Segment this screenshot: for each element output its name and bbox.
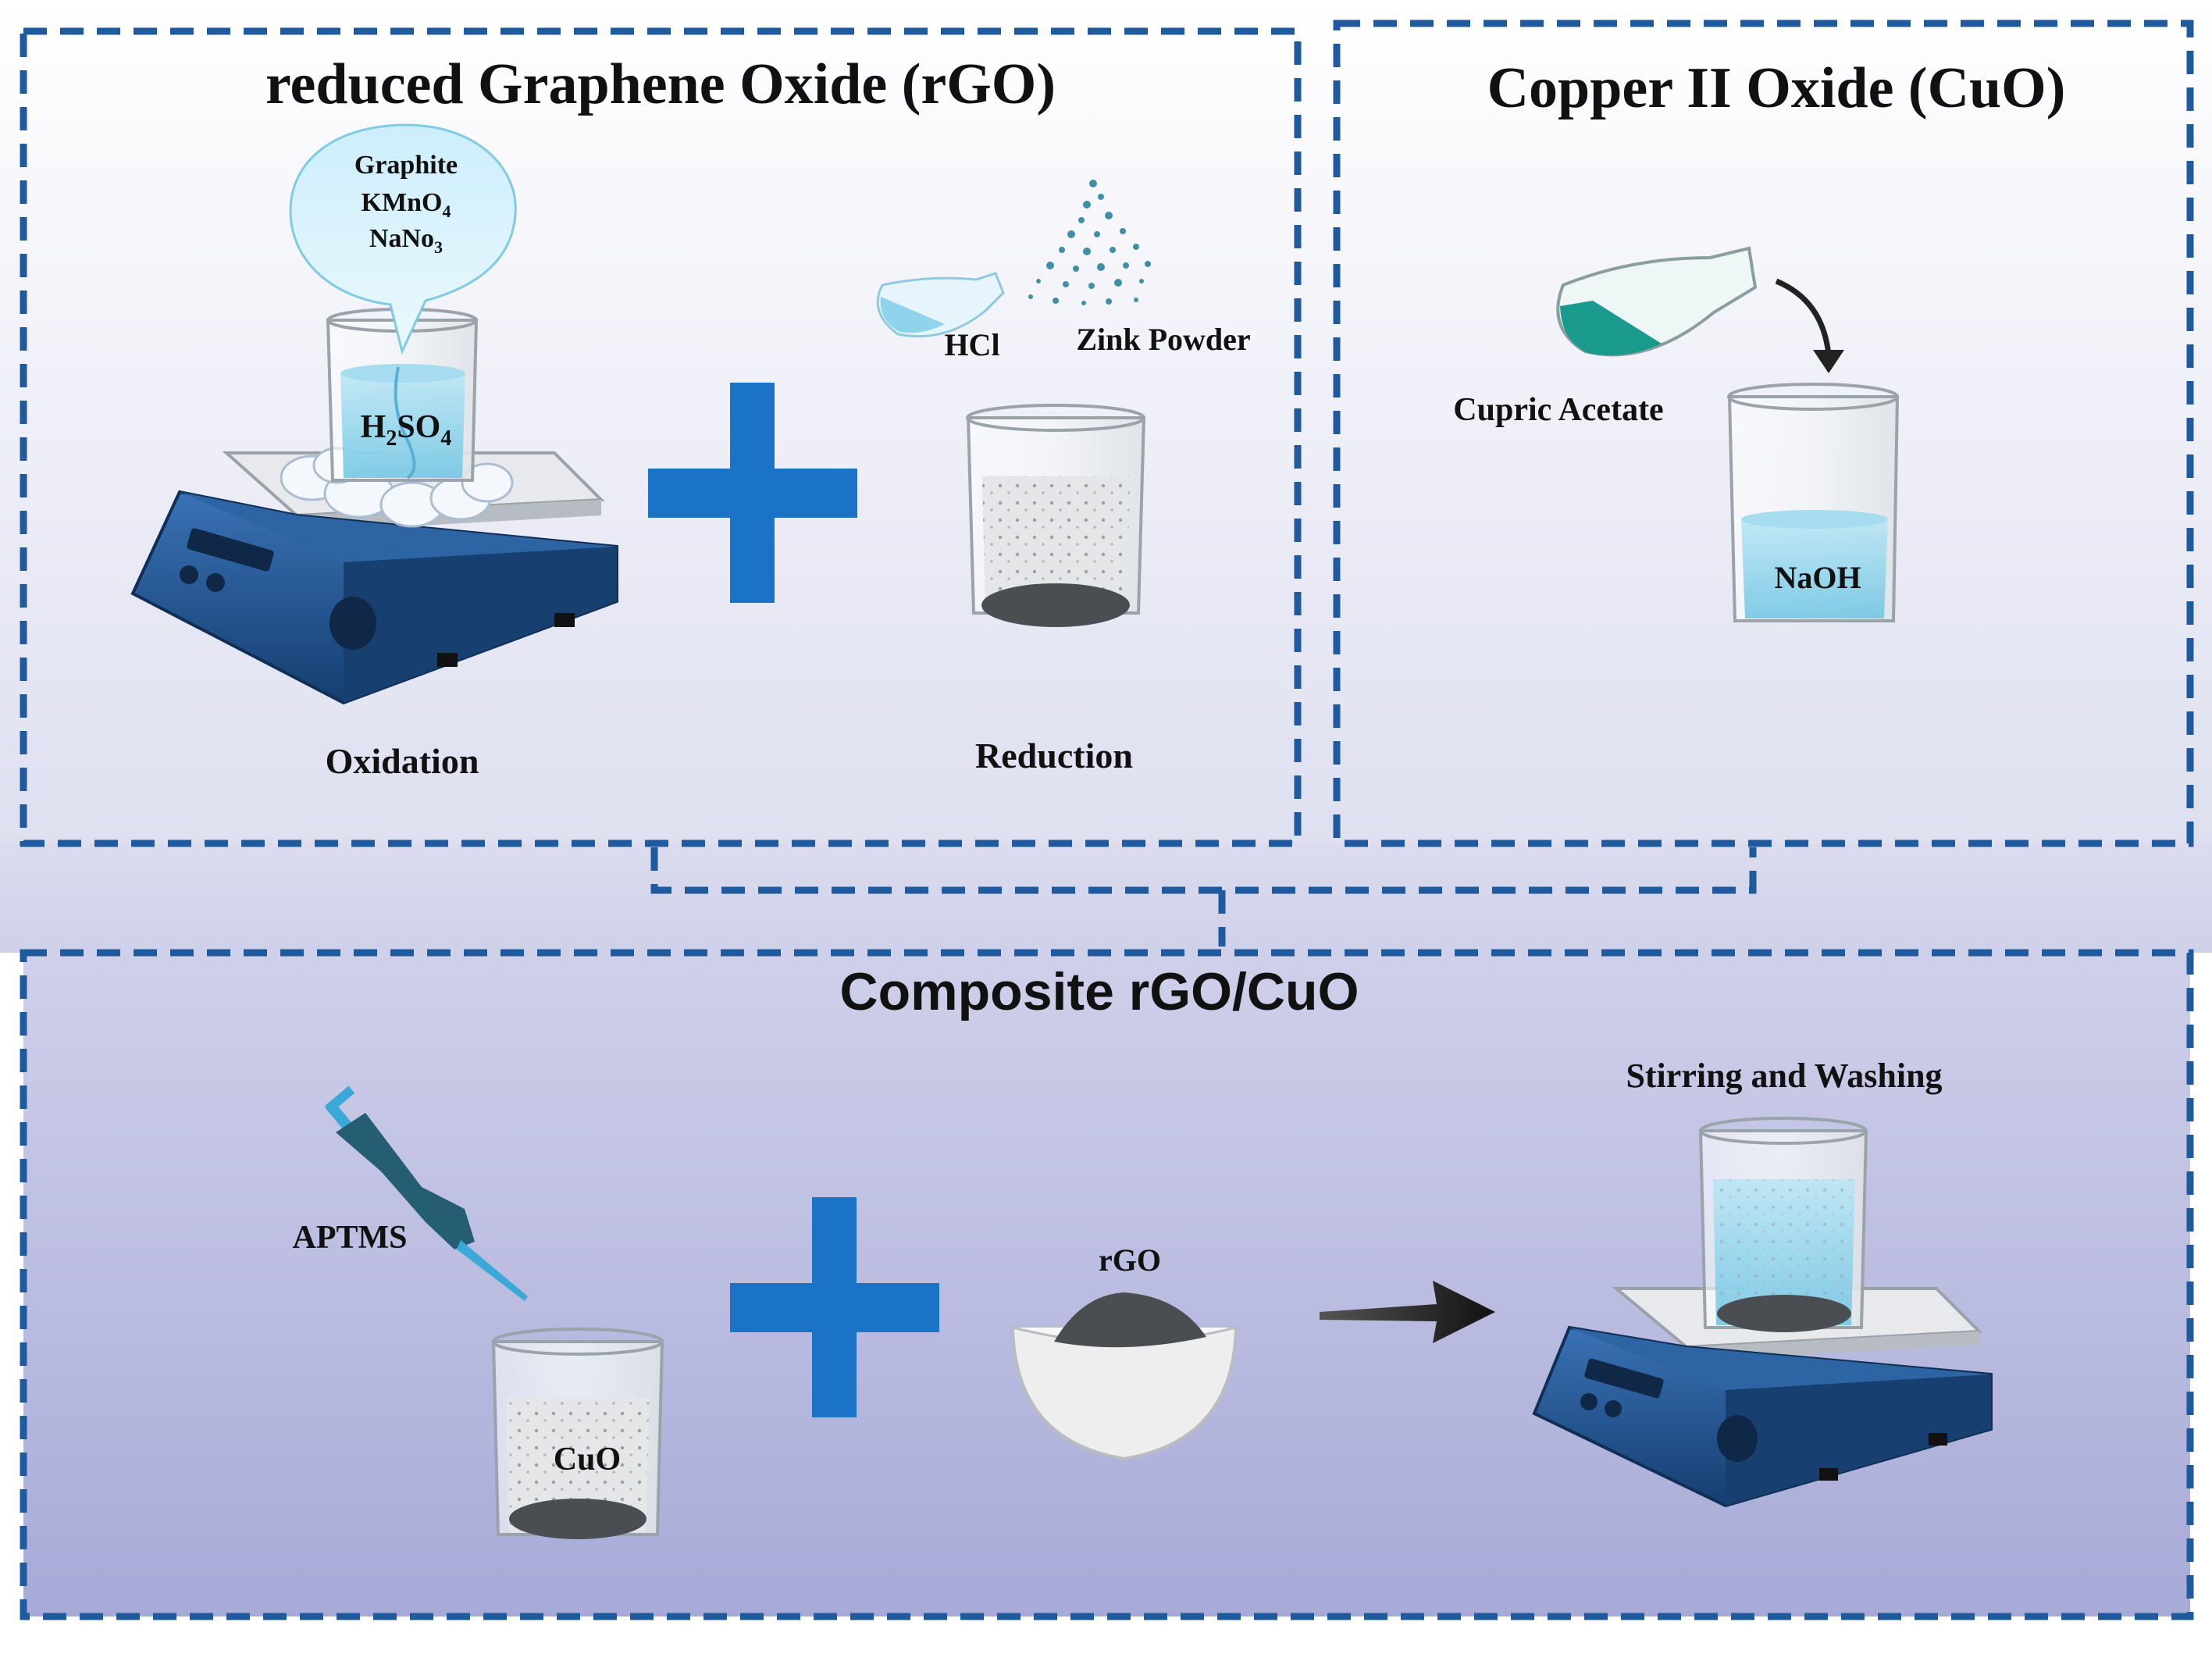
cupric-acetate-label: Cupric Acetate — [1453, 392, 1663, 428]
pour-arrow-head — [1813, 350, 1844, 373]
hotplate-oxidation — [130, 451, 618, 705]
plus-icon — [648, 383, 857, 603]
naoh-beaker — [1727, 383, 1900, 622]
h2so4-label: H2SO4 — [361, 409, 452, 451]
hcl-flask — [876, 272, 1005, 338]
zinc-powder-spray-icon — [1028, 180, 1151, 305]
stirring-washing-label: Stirring and Washing — [1626, 1057, 1942, 1095]
reduction-beaker — [966, 404, 1146, 627]
aptms-pipette-icon — [324, 1085, 528, 1301]
bubble-nano3: NaNo3 — [369, 224, 443, 257]
stirring-beaker — [1698, 1117, 1868, 1332]
bubble-graphite: Graphite — [354, 151, 458, 180]
pour-arrow-line — [1775, 278, 1832, 356]
rgo-label: rGO — [1099, 1242, 1161, 1278]
plus-icon-composite — [730, 1197, 939, 1417]
composite-title: Composite rGO/CuO — [840, 962, 1359, 1021]
oxidation-label: Oxidation — [326, 741, 479, 781]
hotplate-stirring — [1532, 1287, 1993, 1508]
naoh-label: NaOH — [1774, 560, 1861, 595]
hcl-label: HCl — [944, 327, 999, 362]
cuo-panel-frame — [1333, 20, 2194, 847]
composite-background — [23, 953, 2190, 1617]
composite-panel-frame — [20, 949, 2194, 1620]
rgo-bowl — [1010, 1292, 1238, 1461]
beaker-h2so4 — [326, 308, 479, 482]
connector-bracket — [650, 847, 1757, 894]
cupric-acetate-flask — [1556, 246, 1758, 357]
aptms-label: APTMS — [293, 1220, 408, 1256]
process-arrow-icon — [1320, 1281, 1495, 1343]
bubble-kmno4: KMnO4 — [362, 188, 451, 221]
cuo-label: CuO — [554, 1442, 621, 1478]
reagent-bubble — [289, 123, 517, 355]
cuo-title: Copper II Oxide (CuO) — [1487, 56, 2066, 120]
zinc-powder-label: Zink Powder — [1076, 322, 1250, 357]
reduction-label: Reduction — [975, 736, 1133, 775]
cuo-beaker — [491, 1328, 664, 1539]
connector-background — [0, 843, 2212, 953]
rgo-title: reduced Graphene Oxide (rGO) — [265, 52, 1056, 116]
rgo-panel-frame — [20, 27, 1302, 847]
